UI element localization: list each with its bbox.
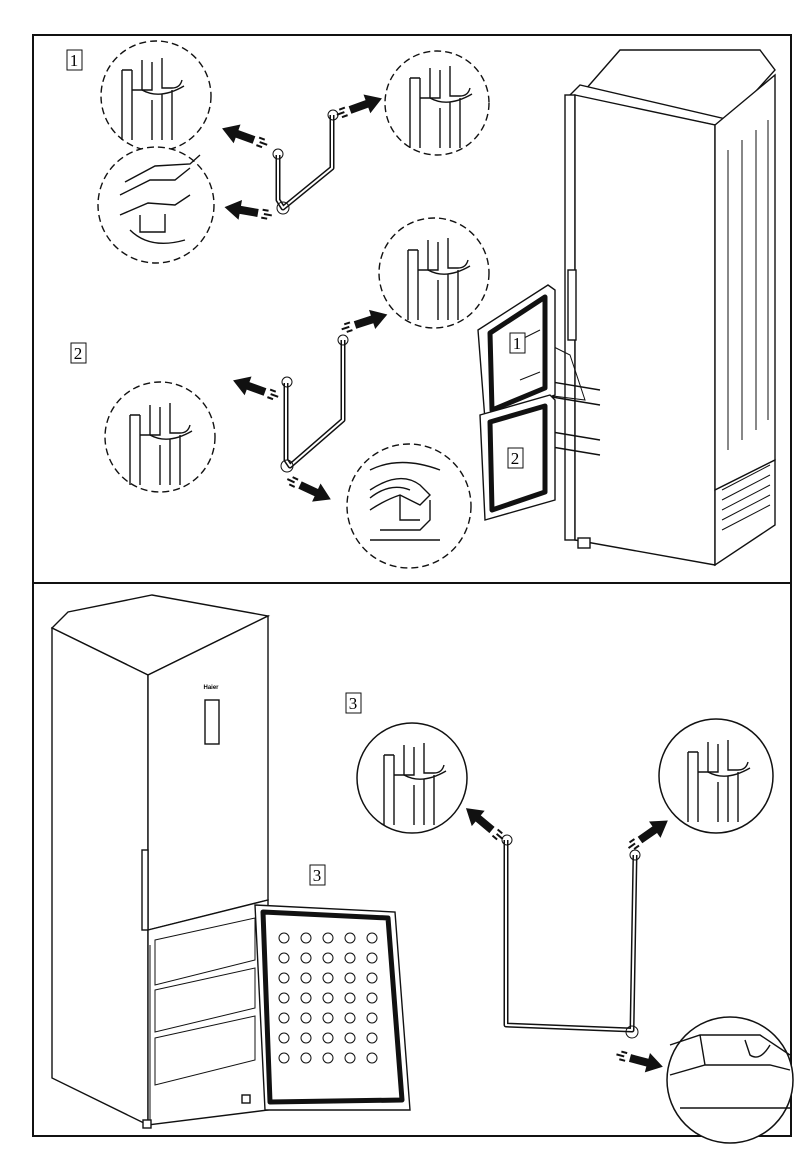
gasket-2-icon	[281, 335, 348, 472]
door-label-3: 3	[313, 866, 322, 885]
zoom-circle-bottom-left-corner	[98, 147, 214, 263]
brand-logo: Haier	[203, 685, 219, 691]
zoom-circle-step3-left	[357, 723, 467, 833]
step-2-label: 2	[74, 344, 83, 363]
zoom-circle-step2-bottom	[347, 444, 471, 568]
arrow-icon-1b	[223, 197, 274, 225]
zoom-circle-top-left-corner	[101, 41, 211, 151]
arrow-icon-3c	[614, 1045, 666, 1077]
gasket-3-icon	[502, 835, 640, 1038]
arrow-icon-1a	[219, 119, 271, 154]
zoom-circle-step3-right	[659, 719, 773, 833]
zoom-circle-step2-top-right	[379, 218, 489, 328]
gasket-1-icon	[273, 110, 338, 214]
arrow-icon-2b	[283, 470, 335, 508]
zoom-circle-step3-bottom	[667, 1017, 793, 1143]
step-1-label: 1	[70, 51, 79, 70]
arrow-icon-2c	[339, 305, 391, 339]
door-label-2: 2	[511, 449, 520, 468]
zoom-circle-step2-left	[105, 382, 215, 492]
zoom-circle-top-right-corner	[385, 51, 489, 155]
fridge-top-view	[540, 50, 775, 565]
freezer-door-open	[255, 905, 410, 1110]
step-3-label: 3	[349, 694, 358, 713]
arrow-icon-3b	[623, 812, 674, 856]
fridge-freezer-front	[52, 595, 268, 1128]
door-label-1: 1	[513, 334, 522, 353]
arrow-icon-1c	[333, 89, 385, 124]
arrow-icon-2a	[230, 371, 282, 406]
